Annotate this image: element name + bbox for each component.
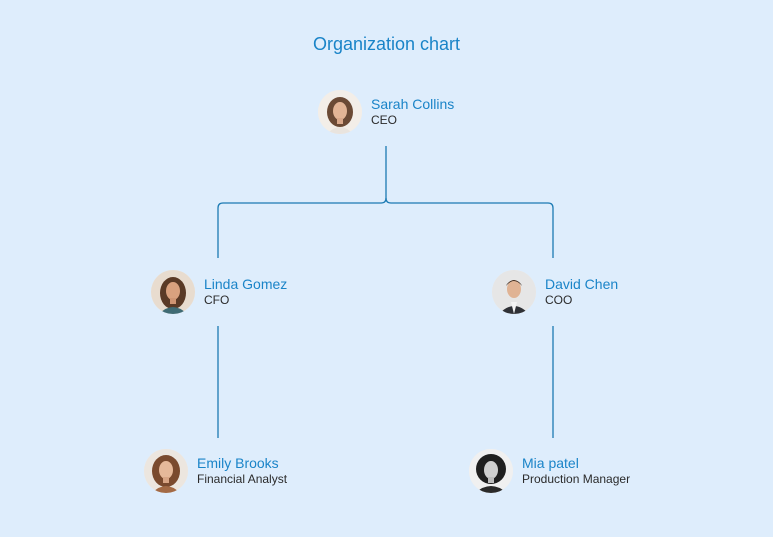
avatar-mia-patel [469,449,513,493]
portrait-woman-icon [469,449,513,493]
node-ceo-role: CEO [371,113,398,128]
portrait-woman-icon [144,449,188,493]
node-cfo-name: Linda Gomez [204,275,288,292]
node-manager-role: Production Manager [522,472,631,487]
portrait-woman-icon [318,90,362,134]
node-ceo-name: Sarah Collins [371,95,455,112]
node-coo-name: David Chen [545,275,619,292]
avatar-david-chen [492,270,536,314]
node-analyst[interactable]: Emily Brooks Financial Analyst [144,449,287,493]
node-cfo-role: CFO [204,293,230,308]
node-coo[interactable]: David Chen COO [492,270,618,314]
node-analyst-name: Emily Brooks [197,454,279,471]
connector-ceo-right [385,197,554,258]
node-cfo[interactable]: Linda Gomez CFO [151,270,287,314]
connector-ceo-trunk [217,146,387,258]
node-manager[interactable]: Mia patel Production Manager [469,449,630,493]
avatar-linda-gomez [151,270,195,314]
node-ceo[interactable]: Sarah Collins CEO [318,90,454,134]
node-analyst-role: Financial Analyst [197,472,288,487]
node-manager-name: Mia patel [522,454,579,471]
avatar-emily-brooks [144,449,188,493]
portrait-woman-icon [151,270,195,314]
portrait-man-icon [492,270,536,314]
node-coo-role: COO [545,293,573,308]
chart-title: Organization chart [312,34,461,54]
avatar-sarah-collins [318,90,362,134]
